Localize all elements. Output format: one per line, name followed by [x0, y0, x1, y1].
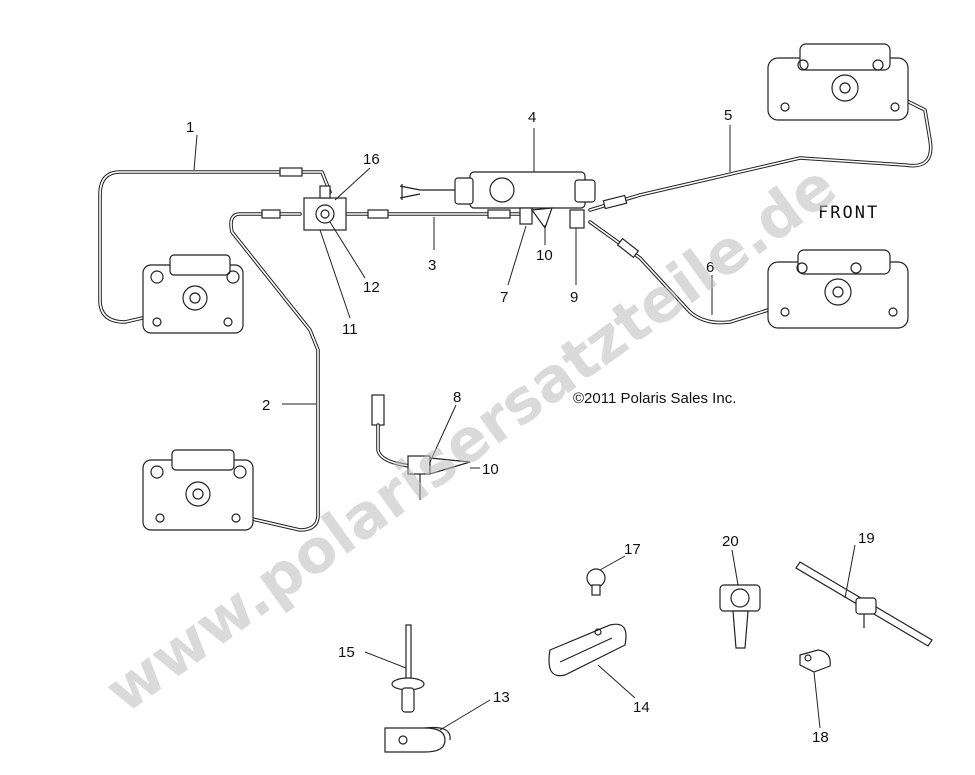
brake-line-5	[588, 98, 933, 212]
bracket-20	[719, 584, 761, 649]
front-right-upper-caliper	[767, 43, 909, 121]
callout-7: 7	[500, 289, 508, 306]
callout-5: 5	[724, 107, 732, 124]
callout-3: 3	[428, 257, 436, 274]
callout-10-bracket: 10	[482, 461, 499, 478]
callout-15: 15	[338, 644, 355, 661]
callout-19: 19	[858, 530, 875, 547]
front-label: FRONT	[818, 203, 879, 223]
callout-6: 6	[706, 259, 714, 276]
brake-line-3	[343, 209, 522, 219]
copyright-notice: ©2011 Polaris Sales Inc.	[573, 390, 736, 407]
callout-20: 20	[722, 533, 739, 550]
rear-left-upper-caliper	[142, 254, 244, 334]
callout-14: 14	[633, 699, 650, 716]
callout-17: 17	[624, 541, 641, 558]
brake-switch-bracket	[371, 394, 471, 500]
callout-13: 13	[493, 689, 510, 706]
brake-line-6	[588, 220, 802, 325]
callout-1: 1	[186, 119, 194, 136]
cable-tie-19	[795, 561, 933, 647]
clip-18	[799, 649, 831, 673]
clip-14	[548, 623, 627, 677]
p-clamp-13	[384, 726, 451, 753]
callout-9: 9	[570, 289, 578, 306]
callout-16: 16	[363, 151, 380, 168]
callout-12: 12	[363, 279, 380, 296]
brake-line-2	[208, 209, 320, 532]
callout-11: 11	[342, 321, 358, 338]
callout-18: 18	[812, 729, 829, 746]
callout-4: 4	[528, 109, 536, 126]
tee-fitting	[303, 185, 347, 231]
leader-lines	[193, 125, 856, 731]
push-rivet-15	[391, 624, 425, 713]
brake-line-1	[98, 167, 332, 324]
master-cylinder	[399, 171, 596, 230]
callout-numbers: 1 2 3 4 5 6 7 8 9 10 10 11 12 13 14 15 1…	[186, 107, 875, 746]
front-right-lower-caliper	[767, 249, 909, 329]
callout-2: 2	[262, 397, 270, 414]
screw-17	[586, 568, 606, 596]
rear-left-lower-caliper	[142, 449, 254, 531]
callout-10-master: 10	[536, 247, 553, 264]
callout-8: 8	[453, 389, 461, 406]
